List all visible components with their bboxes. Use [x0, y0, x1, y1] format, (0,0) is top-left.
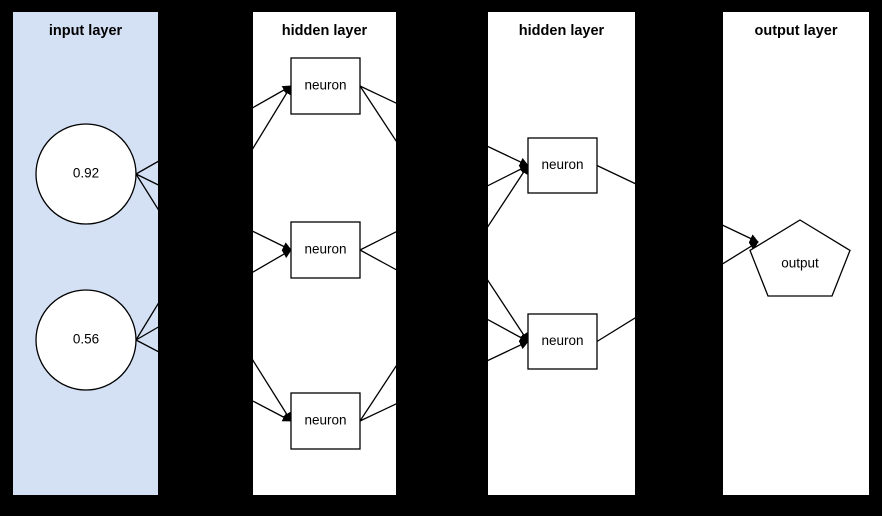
- gap-occluder-6: [0, 495, 882, 516]
- node-rect-h1-2[interactable]: [290, 392, 361, 450]
- node-rect-h1-1[interactable]: [290, 221, 361, 279]
- layer-title-hidden-2: hidden layer: [519, 23, 605, 39]
- node-h1-2[interactable]: neuron: [290, 392, 361, 450]
- node-pentagon-out-0[interactable]: [749, 219, 851, 297]
- gap-occluder-5: [0, 0, 882, 12]
- node-label-h1-2: neuron: [304, 413, 346, 428]
- gap-occluder-4: [869, 0, 882, 516]
- node-circle-input-0[interactable]: [35, 123, 137, 225]
- node-input-0[interactable]: 0.92: [35, 123, 137, 225]
- gap-occluder-2: [635, 0, 723, 516]
- layer-title-input: input layer: [49, 23, 123, 39]
- node-label-h2-1: neuron: [541, 333, 583, 348]
- node-label-h1-1: neuron: [304, 242, 346, 257]
- node-label-input-0: 0.92: [73, 166, 99, 181]
- gap-occluder-1: [396, 0, 488, 516]
- node-label-h1-0: neuron: [304, 78, 346, 93]
- node-rect-h2-1[interactable]: [527, 313, 598, 370]
- layer-title-hidden-1: hidden layer: [282, 23, 368, 39]
- node-h1-1[interactable]: neuron: [290, 221, 361, 279]
- node-h2-0[interactable]: neuron: [527, 137, 598, 194]
- node-label-out-0: output: [781, 256, 819, 271]
- layer-titles: input layer hidden layer hidden layer outpu…: [49, 23, 838, 39]
- network-nodes: 0.92 0.56 neuron neuron neuron neuron neuron ou…: [35, 57, 851, 450]
- layer-panel-input: [13, 12, 158, 495]
- gap-occluder-3: [0, 0, 13, 516]
- node-rect-h1-0[interactable]: [290, 57, 361, 115]
- node-rect-h2-0[interactable]: [527, 137, 598, 194]
- node-input-1[interactable]: 0.56: [35, 289, 137, 391]
- node-h2-1[interactable]: neuron: [527, 313, 598, 370]
- node-circle-input-1[interactable]: [35, 289, 137, 391]
- layer-title-output: output layer: [755, 23, 838, 39]
- layer-panel-hidden-2: [488, 12, 635, 495]
- node-h1-0[interactable]: neuron: [290, 57, 361, 115]
- node-label-input-1: 0.56: [73, 332, 99, 347]
- node-out-0[interactable]: output: [749, 219, 851, 297]
- node-label-h2-0: neuron: [541, 157, 583, 172]
- gap-occluder-0: [158, 0, 253, 516]
